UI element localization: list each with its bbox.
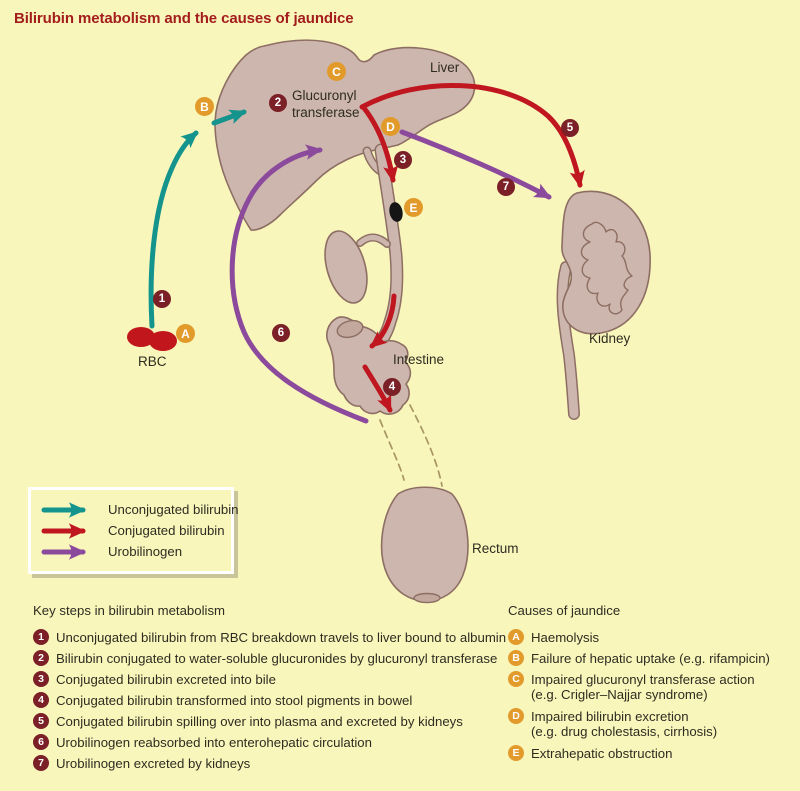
rectum-opening [413,592,441,604]
key-step-item: 6 Urobilinogen reabsorbed into enterohep… [33,734,513,751]
cause-text: Extrahepatic obstruction [531,746,673,761]
badge-step-5: 5 [561,119,579,137]
key-step-item: 2 Bilirubin conjugated to water-soluble … [33,650,513,667]
page-title: Bilirubin metabolism and the causes of j… [14,10,354,27]
step-number-badge: 6 [33,734,49,750]
badge-step-7: 7 [497,178,515,196]
cause-item: A Haemolysis [508,629,793,646]
arrow-duct-to-intestine [369,293,397,349]
gallbladder-shape [324,230,368,304]
badge-step-1: 1 [153,290,171,308]
arrow-uptake-into-liver [211,109,247,126]
step-text: Conjugated bilirubin spilling over into … [56,714,463,729]
label-liver: Liver [430,60,460,75]
step-text: Unconjugated bilirubin from RBC breakdow… [56,630,507,645]
kidney-shape [561,190,651,335]
step-text: Urobilinogen excreted by kidneys [56,756,251,771]
step-number-badge: 4 [33,692,49,708]
gallstone-shape [389,202,403,222]
cause-item: C Impaired glucuronyl transferase action [508,671,793,688]
sigmoid-dashed-line-right [409,404,443,487]
cause-text-line2: (e.g. drug cholestasis, cirrhosis) [531,724,718,739]
causes-list: Causes of jaundice A Haemolysis B Failur… [508,602,793,766]
key-step-item: 7 Urobilinogen excreted by kidneys [33,755,513,772]
badge-cause-b: B [195,97,214,116]
sigmoid-dashed-line-left [379,419,405,481]
cause-item: E Extrahepatic obstruction [508,745,793,762]
key-step-item: 5 Conjugated bilirubin spilling over int… [33,713,513,730]
arrow-bile-duct-down [361,105,399,183]
legend-item-unconjugated: Unconjugated bilirubin [41,499,239,520]
key-step-item: 3 Conjugated bilirubin excreted into bil… [33,671,513,688]
badge-step-2: 2 [269,94,287,112]
badge-cause-c: C [327,62,346,81]
arrow-enterohepatic [229,144,369,424]
rbc-shape [149,331,177,351]
cause-item: D Impaired bilirubin excretion [508,708,793,725]
legend-item-urobilinogen: Urobilinogen [41,541,219,562]
legend-label: Conjugated bilirubin [108,523,225,538]
cause-text: Impaired glucuronyl transferase action [531,672,755,687]
arrow-urobilinogen-to-kidney [399,129,552,200]
label-kidney: Kidney [589,331,631,346]
legend-item-conjugated: Conjugated bilirubin [41,520,225,541]
label-intestine: Intestine [393,352,445,367]
legend-label: Urobilinogen [108,544,183,559]
cause-letter-badge: A [508,629,524,645]
teal-arrow-icon [41,501,86,518]
badge-step-4: 4 [383,378,401,396]
rbc-shape [127,327,155,347]
causes-heading: Causes of jaundice [508,603,621,618]
rectum-shape [380,486,469,602]
cause-text: Impaired bilirubin excretion [531,709,689,724]
label-rbc: RBC [138,354,167,369]
badge-cause-d: D [381,117,400,136]
key-steps-heading: Key steps in bilirubin metabolism [33,603,226,618]
legend-box: Unconjugated bilirubin Conjugated biliru… [28,487,239,574]
arrow-intestine-to-rectum [362,364,393,413]
badge-cause-a: A [176,324,195,343]
arrow-liver-to-kidney-red [359,82,585,188]
step-number-badge: 2 [33,650,49,666]
cause-letter-badge: B [508,650,524,666]
step-number-badge: 3 [33,671,49,687]
step-text: Conjugated bilirubin transformed into st… [56,693,413,708]
step-text: Urobilinogen reabsorbed into enterohepat… [56,735,372,750]
intestine-opening [336,319,364,339]
cause-letter-badge: C [508,671,524,687]
key-step-item: 4 Conjugated bilirubin transformed into … [33,692,513,709]
cause-text-line2: (e.g. Crigler–Najjar syndrome) [531,687,708,702]
step-number-badge: 1 [33,629,49,645]
purple-arrow-icon [41,543,86,560]
key-steps-list: Key steps in bilirubin metabolism 1 Unco… [33,602,513,776]
legend-label: Unconjugated bilirubin [108,502,239,517]
step-number-badge: 7 [33,755,49,771]
badge-step-3: 3 [394,151,412,169]
step-text: Bilirubin conjugated to water-soluble gl… [56,651,498,666]
label-rectum: Rectum [472,541,519,556]
red-arrow-icon [41,522,86,539]
cause-text: Failure of hepatic uptake (e.g. rifampic… [531,651,770,666]
key-step-item: 1 Unconjugated bilirubin from RBC breakd… [33,629,513,646]
cause-text: Haemolysis [531,630,600,645]
badge-cause-e: E [404,198,423,217]
cause-letter-badge: D [508,708,524,724]
cause-letter-badge: E [508,745,524,761]
badge-step-6: 6 [272,324,290,342]
label-glucuronyl-transferase: Glucuronyl transferase [292,88,360,120]
cause-item: B Failure of hepatic uptake (e.g. rifamp… [508,650,793,667]
renal-pelvis-detail [580,221,633,315]
step-text: Conjugated bilirubin excreted into bile [56,672,276,687]
cystic-duct-fill [357,235,390,247]
arrow-rbc-to-liver [148,130,199,329]
step-number-badge: 5 [33,713,49,729]
ureter-fill [558,262,579,419]
